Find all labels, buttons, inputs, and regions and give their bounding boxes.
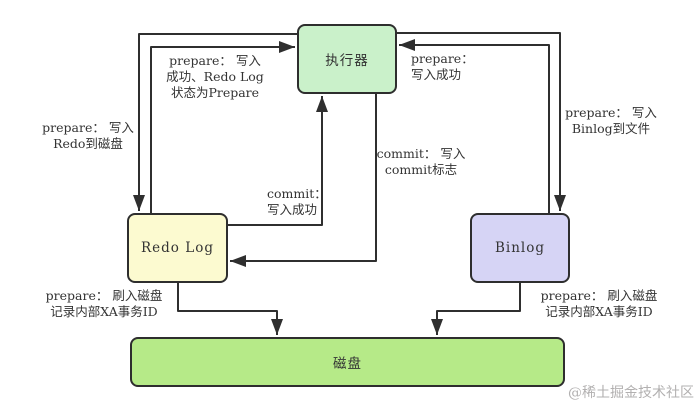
node-redo-log: Redo Log <box>127 213 228 283</box>
node-executor-label: 执行器 <box>325 53 369 69</box>
arrow-prepare-binlog-to-executor <box>399 39 550 213</box>
arrow-commit-redolog-to-executor <box>228 96 328 226</box>
edge-label-prepare-write-redo-to-disk: prepare： 写入 Redo到磁盘 <box>42 120 134 151</box>
watermark-text: @稀土掘金技术社区 <box>568 385 694 401</box>
node-executor: 执行器 <box>297 24 397 94</box>
edge-label-prepare-redo-success: prepare： 写入 成功、Redo Log 状态为Prepare <box>166 53 264 100</box>
arrow-redolog-to-disk <box>177 283 283 335</box>
edge-label-redolog-flush-to-disk: prepare： 刷入磁盘 记录内部XA事务ID <box>45 288 163 319</box>
arrow-binlog-to-disk <box>431 283 521 335</box>
edge-label-prepare-binlog-write-success: prepare： 写入成功 <box>411 51 474 82</box>
edge-label-commit-write-flag: commit： 写入 commit标志 <box>376 146 466 177</box>
arrow-prepare-executor-to-binlog <box>397 32 566 211</box>
arrow-prepare-executor-to-redolog <box>133 33 297 211</box>
node-binlog: Binlog <box>470 213 570 283</box>
edge-label-binlog-flush-to-disk: prepare： 刷入磁盘 记录内部XA事务ID <box>540 288 658 319</box>
node-redo-log-label: Redo Log <box>141 240 214 256</box>
edge-label-prepare-write-binlog-to-file: prepare： 写入 Binlog到文件 <box>565 105 657 136</box>
node-disk-label: 磁盘 <box>333 356 362 372</box>
arrow-prepare-redolog-to-executor <box>150 41 295 213</box>
node-binlog-label: Binlog <box>494 240 546 256</box>
edge-label-commit-write-success: commit： 写入成功 <box>267 186 327 217</box>
arrow-commit-executor-to-redolog <box>230 94 377 267</box>
node-disk: 磁盘 <box>130 337 565 387</box>
